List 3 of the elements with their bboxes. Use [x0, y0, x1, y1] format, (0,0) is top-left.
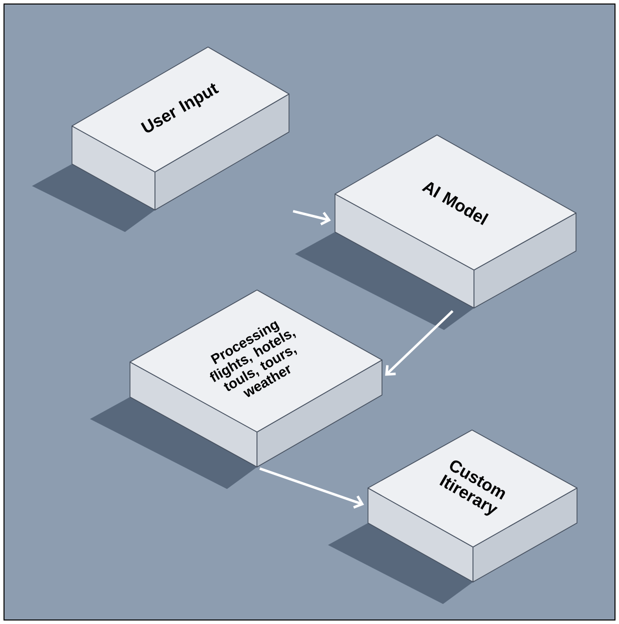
arrow [385, 310, 454, 376]
arrow [259, 467, 364, 509]
arrow [292, 210, 331, 226]
